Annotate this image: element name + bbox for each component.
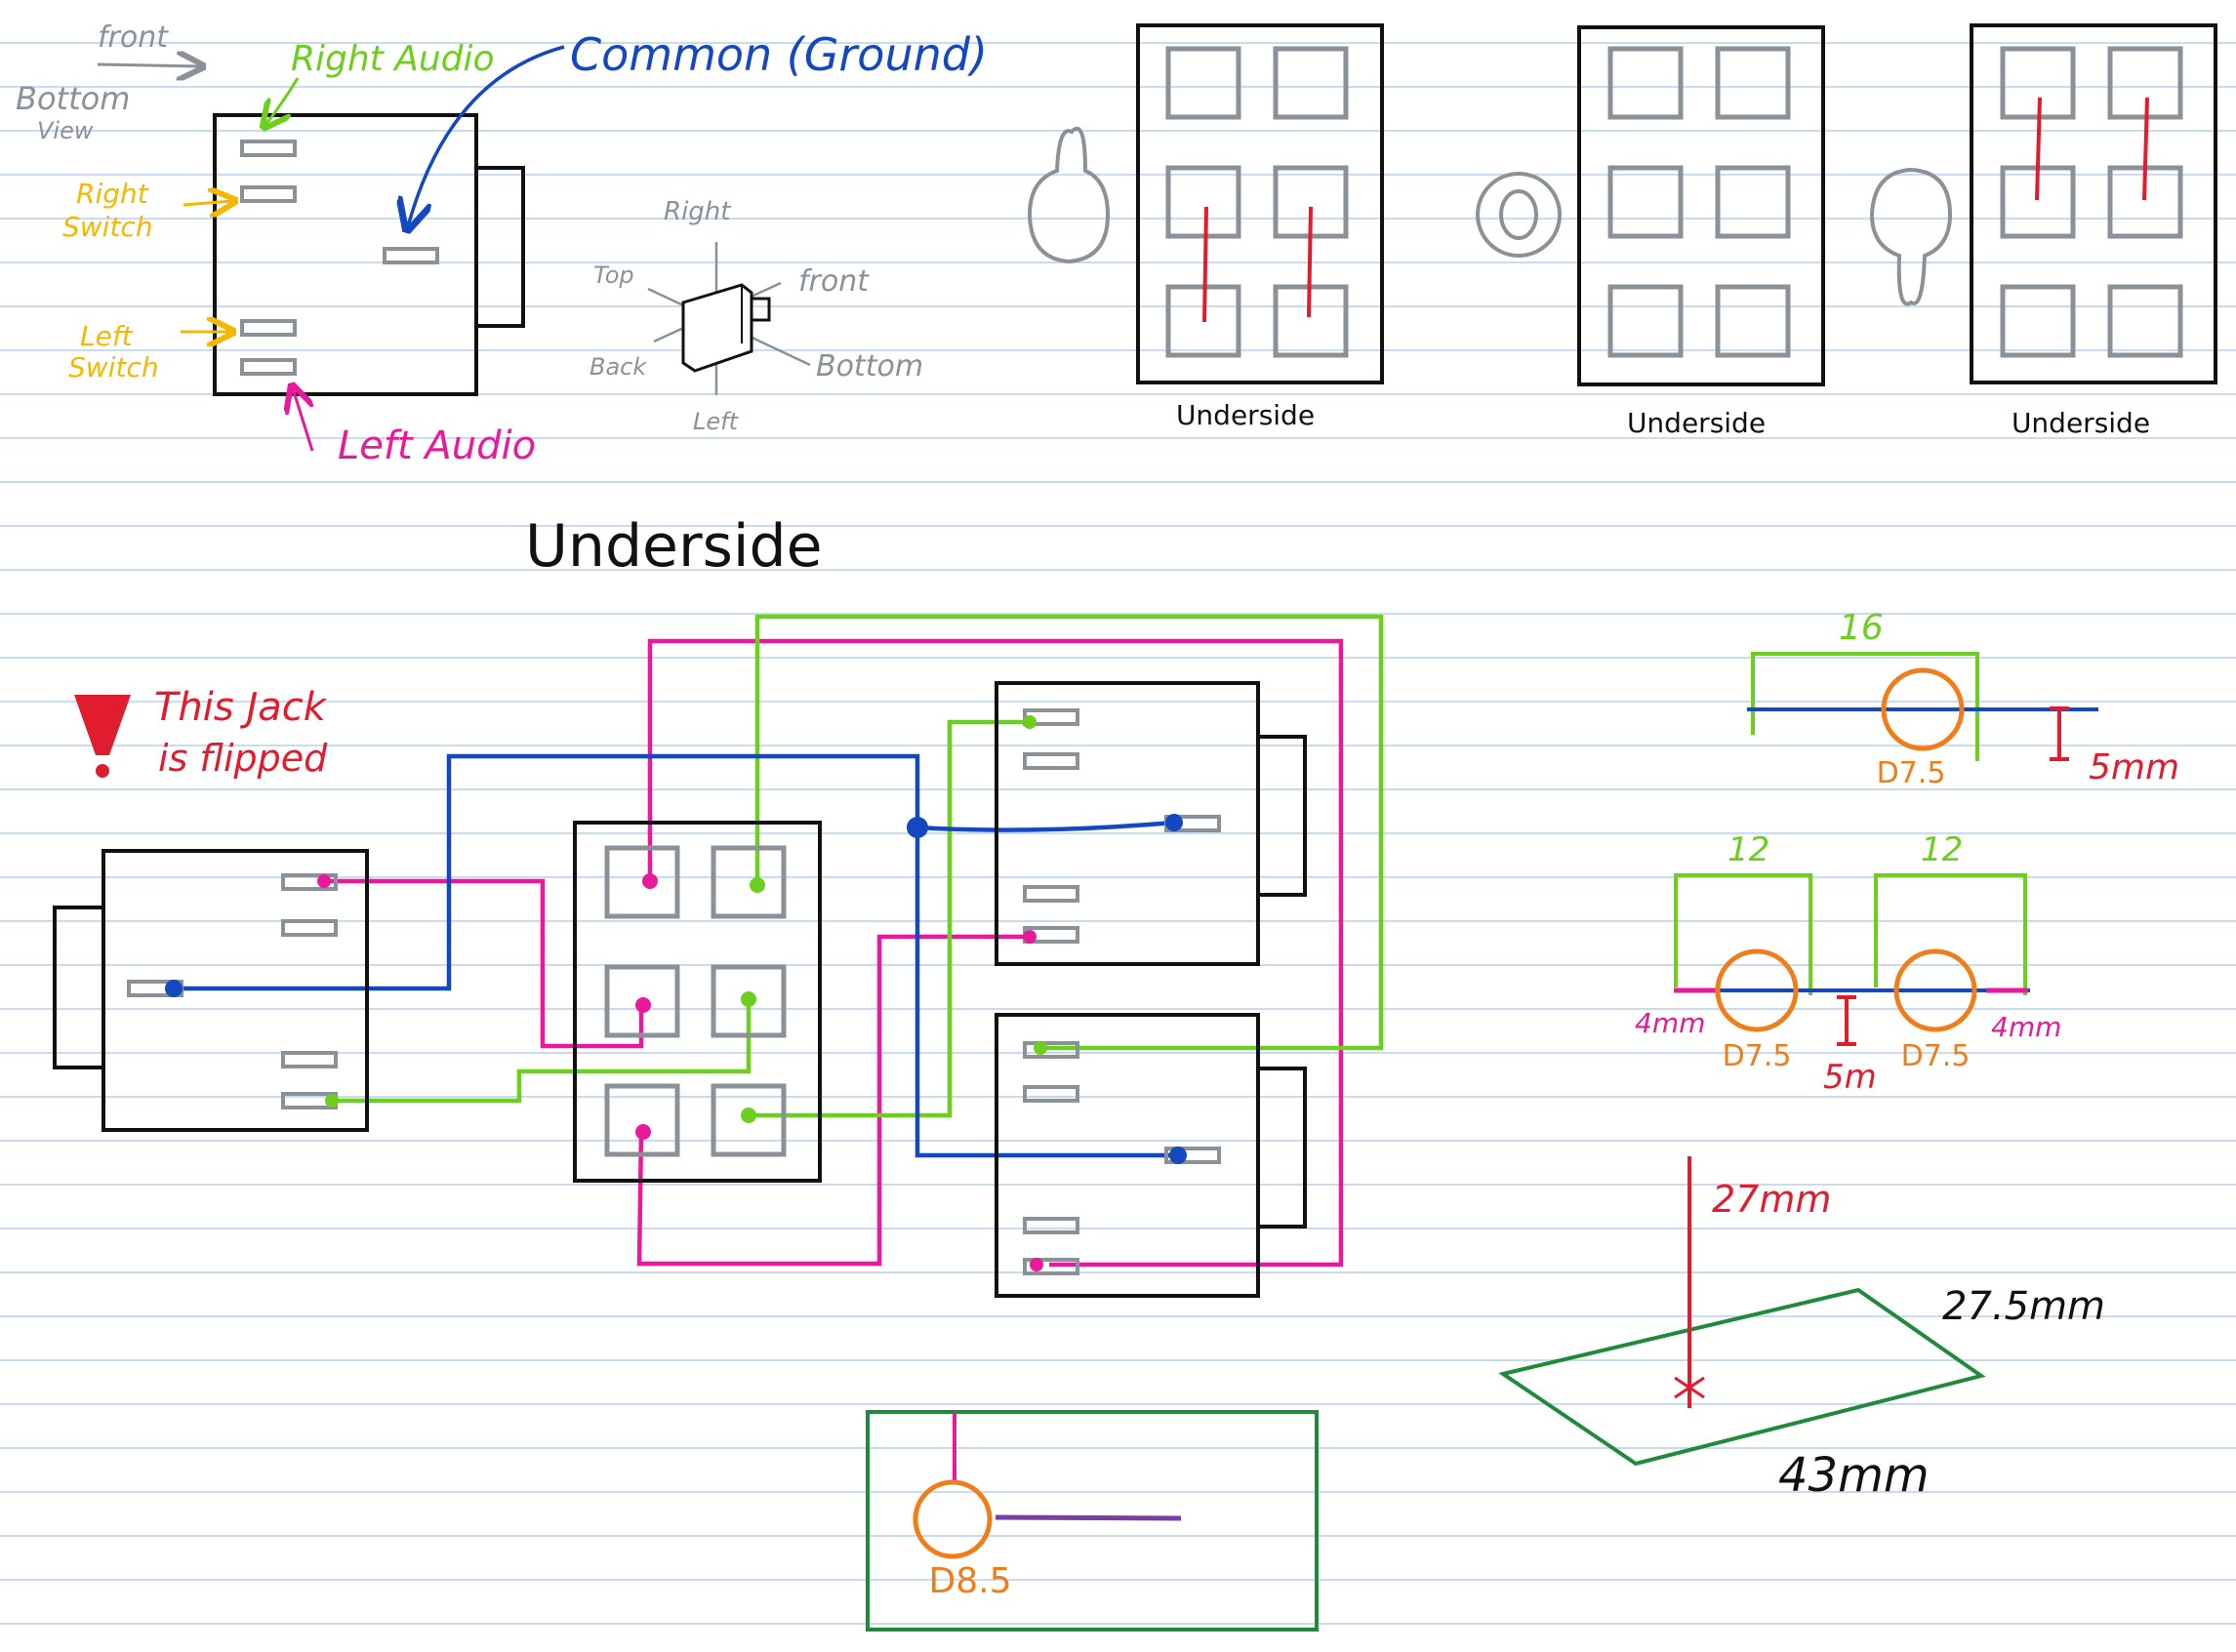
- warning-text-2: is flipped: [158, 737, 328, 780]
- warning-text-1: This Jack: [154, 685, 328, 730]
- dim-depth: 27.5mm: [1942, 1284, 2105, 1329]
- dim-pair-width-b: 12: [1921, 830, 1963, 869]
- orientation-right: Right: [664, 197, 731, 226]
- legend-pin-left-audio: [240, 358, 297, 376]
- toggle-lever-center-icon: [1476, 172, 1562, 258]
- legend-pin-common: [383, 247, 439, 264]
- dim-top-width: 16: [1839, 608, 1884, 648]
- orientation-back: Back: [589, 353, 647, 381]
- legend-pin-right-audio: [240, 140, 297, 157]
- legend-bottom-label: Bottom: [16, 80, 130, 117]
- legend-right-switch-label-1: Right: [76, 178, 149, 210]
- jack-legend: front Bottom View Right Audio Common (Gr…: [16, 20, 988, 468]
- dimension-single-hole: 16 D7.5 5mm: [1747, 608, 2179, 790]
- enclosure-base: [1498, 1287, 1986, 1467]
- wiring-section: Underside This Jack is flipped: [53, 512, 1384, 1298]
- legend-right-switch-label-2: Switch: [62, 211, 153, 243]
- orientation-bottom: Bottom: [816, 349, 923, 383]
- legend-left-switch-label-1: Left: [80, 320, 134, 352]
- wire-green: [754, 614, 1384, 1051]
- dim-top-offset: 5mm: [2089, 747, 2179, 787]
- switch-state-up-caption: Underside: [2012, 407, 2150, 439]
- wire-blue: [171, 753, 920, 991]
- legend-front-label: front: [98, 20, 169, 55]
- dim-width: 43mm: [1778, 1448, 1930, 1503]
- jack-flipped: [53, 849, 369, 1132]
- hole-d75-a: [1715, 948, 1799, 1032]
- solder-points: [165, 715, 1187, 1271]
- left-audio-arrow: [293, 388, 312, 452]
- front-arrow: [97, 64, 200, 66]
- wire-pink: [636, 934, 1030, 1267]
- wire-pink: [647, 638, 1344, 1268]
- toggle-lever-down-icon: [1027, 126, 1111, 264]
- hole-d75: [1881, 667, 1965, 751]
- dpdt-switch: [573, 821, 822, 1183]
- right-audio-arrow: [265, 77, 300, 125]
- switch-state-down-caption: Underside: [1176, 399, 1315, 431]
- right-switch-arrow: [183, 201, 232, 205]
- exclamation-icon: [74, 695, 131, 778]
- dimension-double-hole: 12 12 4mm 4mm D7.5 D7.5 5m: [1635, 830, 2061, 1097]
- jack-lower: [995, 1013, 1307, 1298]
- wire-green: [332, 997, 752, 1104]
- wire-green: [749, 719, 1030, 1118]
- dim-top-hole: D7.5: [1877, 756, 1946, 790]
- toggle-lever-up-icon: [1869, 167, 1953, 306]
- switch-state-center-caption: Underside: [1627, 407, 1766, 439]
- switch-state-up: Underside: [1869, 23, 2217, 439]
- orientation-top: Top: [593, 262, 634, 289]
- dim-pair-hole-b: D7.5: [1901, 1039, 1971, 1073]
- hole-d85: [913, 1479, 993, 1559]
- dim-pair-width-a: 12: [1728, 830, 1769, 869]
- legend-jack-barrel: [474, 166, 525, 328]
- wire-blue: [916, 820, 1175, 832]
- board-outline: [866, 1410, 1319, 1632]
- switch-state-down: Underside: [1027, 23, 1384, 431]
- dim-pair-edge-right: 4mm: [1991, 1011, 2061, 1043]
- dim-pair-edge-left: 4mm: [1635, 1007, 1705, 1039]
- hole-d75-b: [1893, 948, 1977, 1032]
- legend-pin-right-switch: [240, 185, 297, 203]
- orientation-diagram: Right front Top Back Bottom Left: [589, 197, 923, 435]
- legend-view-label: View: [37, 117, 94, 144]
- enclosure-dimensions: 27mm 27.5mm 43mm: [1498, 1156, 2105, 1503]
- orientation-front: front: [798, 264, 870, 299]
- board-panel: D8.5: [866, 1410, 1319, 1632]
- wire-blue: [915, 827, 1178, 1158]
- dim-height: 27mm: [1712, 1178, 1831, 1221]
- legend-pin-left-switch: [240, 319, 297, 337]
- wire-pink: [324, 878, 644, 1049]
- switch-state-center: Underside: [1476, 25, 1825, 439]
- board-hole-label: D8.5: [929, 1561, 1012, 1601]
- orientation-left: Left: [693, 408, 740, 435]
- legend-left-switch-label-2: Switch: [68, 351, 159, 383]
- dim-pair-hole-a: D7.5: [1723, 1039, 1792, 1073]
- legend-right-audio-label: Right Audio: [291, 39, 495, 79]
- legend-common-label: Common (Ground): [570, 28, 988, 81]
- wiring-title: Underside: [525, 512, 823, 581]
- legend-left-audio-label: Left Audio: [338, 423, 536, 468]
- wires: [171, 614, 1384, 1268]
- common-arrow: [408, 45, 565, 226]
- dim-pair-gap: 5m: [1823, 1058, 1877, 1097]
